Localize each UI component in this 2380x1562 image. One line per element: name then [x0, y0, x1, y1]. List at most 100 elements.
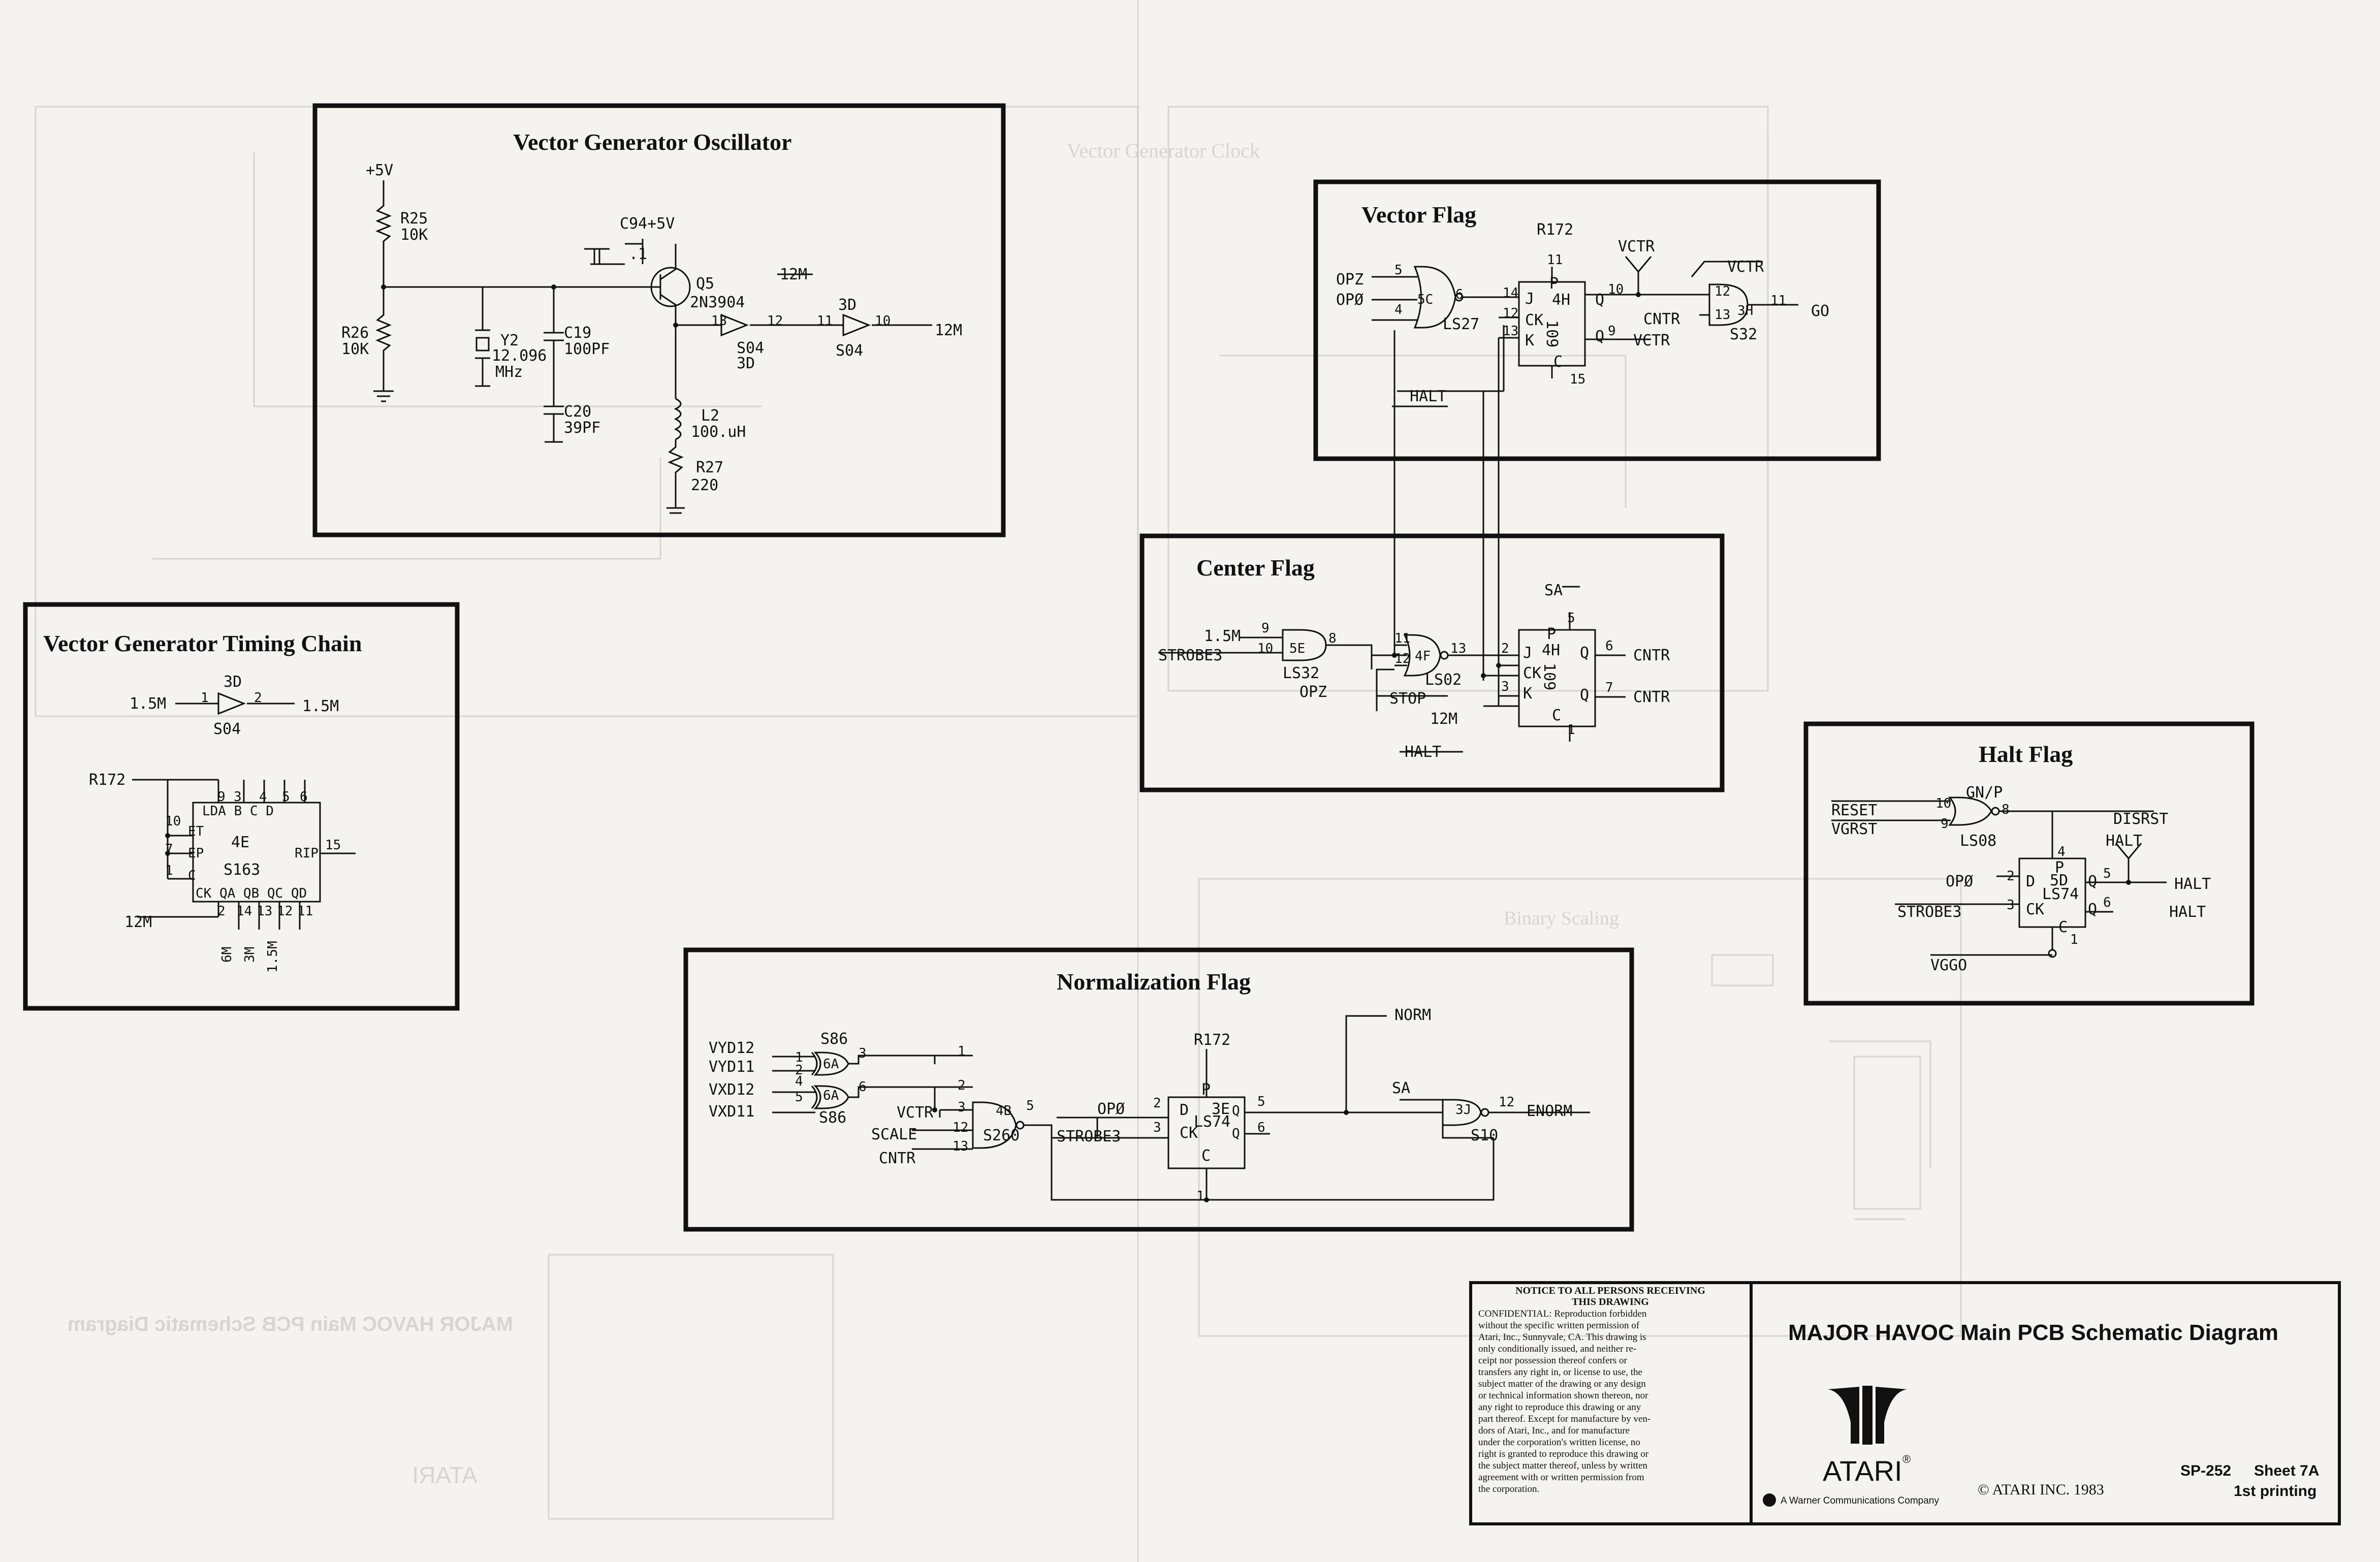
notice-line: any right to reproduce this drawing or a…: [1478, 1402, 1641, 1413]
label: P: [2055, 859, 2064, 877]
label: R26: [341, 324, 369, 342]
label: 5E: [1289, 641, 1305, 656]
notice-heading-2: THIS DRAWING: [1572, 1296, 1649, 1308]
label: 3: [859, 1046, 867, 1061]
label: 1: [1196, 1189, 1204, 1204]
label: Q: [2088, 901, 2097, 918]
label: LS27: [1443, 315, 1479, 333]
label: VGGO: [1930, 957, 1967, 974]
label: 12.096: [492, 347, 547, 365]
label: P: [1547, 625, 1556, 643]
label: 1: [958, 1044, 966, 1059]
label: 10: [1935, 796, 1951, 811]
label: VCTR: [897, 1104, 934, 1122]
label: 13: [1450, 641, 1466, 656]
label: RIP: [295, 846, 319, 861]
label: OPØ: [1097, 1100, 1125, 1118]
label: OPØ: [1336, 291, 1363, 309]
label: 4E: [231, 834, 249, 851]
label: K: [1523, 685, 1532, 703]
label: LS08: [1960, 832, 1996, 850]
label: CK: [2026, 901, 2044, 918]
box-normalization-flag: Normalization Flag VYD12 VYD11 VXD12 VXD…: [683, 947, 1634, 1232]
label: CK: [1180, 1124, 1198, 1142]
label: 4F: [1415, 649, 1431, 664]
notice-line: or technical information shown thereon, …: [1478, 1390, 1648, 1401]
ghost-mirrored-title: MAJOR HAVOC Main PCB Schematic Diagram: [68, 1313, 513, 1335]
label: VCTR: [1727, 258, 1764, 276]
label: VCTR: [1618, 238, 1655, 256]
label: J: [1523, 644, 1532, 662]
label: VXD12: [709, 1081, 754, 1099]
atari-logo: [1828, 1386, 1907, 1445]
bleed-through-background: Vector Generator Clock Binary Scaling MA…: [35, 106, 1962, 1520]
label: 11: [1547, 252, 1563, 268]
label: P: [1549, 275, 1559, 293]
label: 9: [1941, 816, 1949, 832]
label: 10: [1257, 641, 1273, 656]
label: VYD11: [709, 1058, 754, 1076]
box-vector-generator-timing-chain: Vector Generator Timing Chain 3D 1.5M 1 …: [23, 602, 460, 1011]
copyright: © ATARI INC. 1983: [1978, 1481, 2104, 1498]
label: CK: [1523, 664, 1541, 682]
label: 6: [1455, 287, 1464, 302]
label: 1.5M: [130, 695, 166, 713]
label: 5D: [2050, 872, 2068, 889]
label: LS02: [1425, 671, 1462, 689]
notice-line: agreement with or written permission fro…: [1478, 1472, 1644, 1483]
label: 12M: [935, 322, 962, 339]
label: 5: [1026, 1098, 1034, 1113]
label: 12M: [1430, 710, 1457, 728]
label: C: [188, 868, 196, 883]
label: 6: [2103, 895, 2111, 910]
label: OPZ: [1336, 271, 1363, 289]
label: SCALE: [871, 1126, 917, 1143]
label: VCTR: [1633, 332, 1670, 349]
label: C20: [564, 403, 591, 421]
label: LS32: [1283, 664, 1319, 682]
label: 3D: [838, 296, 856, 314]
notice-line: without the specific written permission …: [1478, 1320, 1640, 1331]
label: Q: [1595, 291, 1604, 309]
label: S163: [224, 861, 260, 879]
notice-line: the subject matter thereof, unless by wr…: [1478, 1460, 1647, 1471]
label: C: [1553, 353, 1563, 371]
label: 6: [1605, 639, 1613, 654]
cflag-wiring: [1158, 586, 1626, 753]
label: Q5: [696, 275, 714, 293]
label: 12: [1394, 651, 1410, 666]
label: 8: [2002, 802, 2010, 817]
label: 4H: [1552, 291, 1570, 309]
label: HALT: [2106, 832, 2142, 850]
label: 5: [1257, 1094, 1265, 1109]
label: 4H: [1542, 642, 1560, 659]
label: K: [1525, 332, 1534, 349]
label: DISRST: [2113, 810, 2168, 828]
notice-line: part thereof. Except for manufacture by …: [1478, 1414, 1651, 1424]
notice-line: only conditionally issued, and neither r…: [1478, 1344, 1636, 1354]
label: 10K: [400, 226, 428, 244]
label: CK QA QB QC QD: [196, 886, 307, 901]
label: CNTR: [879, 1150, 916, 1167]
nflag-wiring: [772, 1015, 1590, 1202]
notice-heading-1: NOTICE TO ALL PERSONS RECEIVING: [1515, 1285, 1705, 1296]
label: 3: [1501, 679, 1509, 694]
vgtc-wiring: [132, 692, 356, 930]
box-vector-flag: Vector Flag R172 11 OPZ 5 OPØ 6 4 5C LS2…: [1313, 179, 1881, 706]
label: D: [1180, 1101, 1189, 1119]
label: 14: [1503, 285, 1518, 301]
label: 13: [1715, 307, 1730, 323]
title-cflag: Center Flag: [1196, 555, 1315, 581]
box-center-flag: Center Flag 1.5M 9 10 5E 8 STROBE3 LS32 …: [1139, 533, 1725, 792]
label: .1: [629, 245, 647, 263]
notice-line: transfers any right in, or license to us…: [1478, 1367, 1642, 1378]
label: 2: [958, 1078, 966, 1093]
notice-line: Atari, Inc., Sunnyvale, CA. This drawing…: [1478, 1332, 1646, 1343]
label: 10K: [341, 340, 369, 358]
label: CNTR: [1633, 688, 1670, 706]
label: 3D: [737, 355, 755, 372]
label: S04: [836, 342, 863, 360]
label: S04: [737, 339, 764, 357]
label: 3: [958, 1100, 966, 1115]
label: 2: [254, 690, 262, 706]
